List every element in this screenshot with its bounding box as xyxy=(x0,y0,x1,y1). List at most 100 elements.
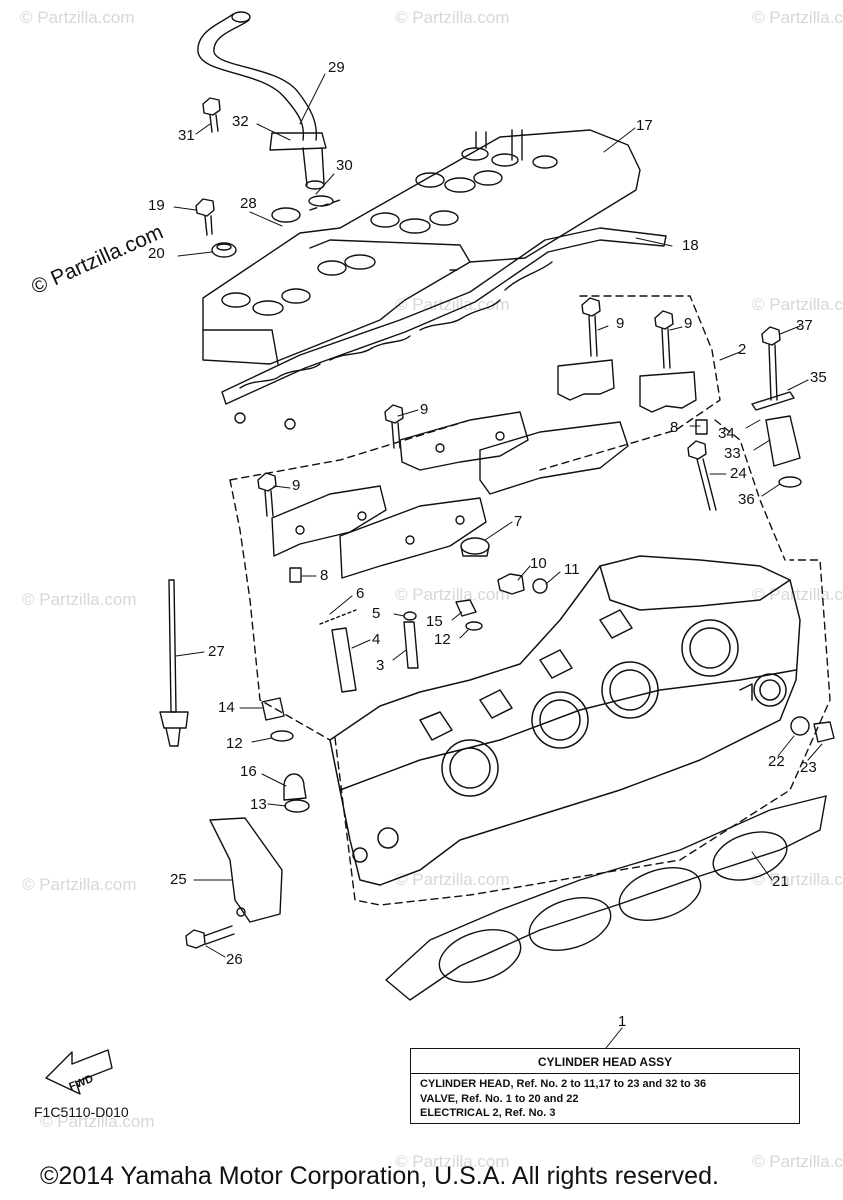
bolt-26 xyxy=(185,929,206,949)
washer-13 xyxy=(284,799,310,813)
fwd-arrow xyxy=(45,1049,113,1095)
callout-1: 1 xyxy=(618,1013,627,1030)
callout-27: 27 xyxy=(208,643,225,660)
callout-35: 35 xyxy=(810,369,827,386)
callout-25: 25 xyxy=(170,871,187,888)
callout-16: 16 xyxy=(240,763,257,780)
cap-bolts xyxy=(257,297,674,517)
callout-8: 8 xyxy=(670,419,679,436)
watermark: © Partzilla.com xyxy=(752,870,843,889)
callout-12: 12 xyxy=(226,735,243,752)
callout-37: 37 xyxy=(796,317,813,334)
seal-5 xyxy=(403,611,417,621)
o-ring-30 xyxy=(308,195,334,207)
nut-15 xyxy=(455,599,477,617)
sensor-assembly xyxy=(687,326,802,511)
callout-10: 10 xyxy=(530,555,547,572)
bolt-31 xyxy=(202,97,221,133)
callout-2: 2 xyxy=(738,341,747,358)
callout-14: 14 xyxy=(218,699,235,716)
washer-12 xyxy=(270,730,294,742)
callout-7: 7 xyxy=(514,513,523,530)
watermark: © Partzilla.com xyxy=(395,585,510,604)
callout-31: 31 xyxy=(178,127,195,144)
watermark: © Partzilla.com xyxy=(20,8,135,27)
cylinder-head xyxy=(329,555,801,886)
callout-9: 9 xyxy=(684,315,693,332)
callout-20: 20 xyxy=(148,245,165,262)
plug-28 xyxy=(271,207,301,223)
callout-5: 5 xyxy=(372,605,381,622)
callout-34: 34 xyxy=(718,425,735,442)
callout-12: 12 xyxy=(434,631,451,648)
watermark: © Partzilla.com xyxy=(752,1152,843,1171)
grommet-20 xyxy=(211,242,237,258)
watermark: © Partzilla.com xyxy=(752,295,843,314)
callout-36: 36 xyxy=(738,491,755,508)
guide-4 xyxy=(331,627,357,693)
callout-15: 15 xyxy=(426,613,443,630)
callout-29: 29 xyxy=(328,59,345,76)
assembly-legend: CYLINDER HEAD ASSY CYLINDER HEAD, Ref. N… xyxy=(410,1048,800,1124)
fwd-label: FWD xyxy=(67,1073,95,1094)
dowel-8 xyxy=(289,567,302,583)
cover-gasket xyxy=(221,227,667,430)
cap-nut-16 xyxy=(283,773,307,801)
callout-9: 9 xyxy=(420,401,429,418)
bracket-25 xyxy=(209,817,283,923)
legend-title: CYLINDER HEAD ASSY xyxy=(537,1055,673,1069)
callout-13: 13 xyxy=(250,796,267,813)
watermark: © Partzilla.com xyxy=(395,1152,510,1171)
callout-19: 19 xyxy=(148,197,165,214)
callout-26: 26 xyxy=(226,951,243,968)
callout-18: 18 xyxy=(682,237,699,254)
valve-3 xyxy=(403,621,419,669)
washer-11 xyxy=(532,578,548,594)
bolt-10 xyxy=(497,573,525,595)
assembly-outline xyxy=(229,199,831,906)
head-gasket-21 xyxy=(385,795,827,1001)
cylinder-head-cover xyxy=(202,129,641,365)
legend-line: CYLINDER HEAD, Ref. No. 2 to 11,17 to 23… xyxy=(420,1078,707,1090)
callout-9: 9 xyxy=(292,477,301,494)
callout-33: 33 xyxy=(724,445,741,462)
cable-tie-27 xyxy=(159,579,189,747)
bolt-19 xyxy=(195,198,215,236)
callout-4: 4 xyxy=(372,631,381,648)
watermark: © Partzilla.com xyxy=(40,1112,155,1131)
watermark: © Partzilla.com xyxy=(395,8,510,27)
washer-22 xyxy=(790,716,810,736)
breather-hose xyxy=(197,11,327,190)
callout-17: 17 xyxy=(636,117,653,134)
callout-11: 11 xyxy=(564,561,580,578)
copyright-notice: ©2014 Yamaha Motor Corporation, U.S.A. A… xyxy=(40,1162,719,1190)
callout-9: 9 xyxy=(616,315,625,332)
callout-6: 6 xyxy=(356,585,365,602)
watermark: © Partzilla.com xyxy=(22,875,137,894)
callout-3: 3 xyxy=(376,657,385,674)
spring-6 xyxy=(319,609,357,625)
callout-30: 30 xyxy=(336,157,353,174)
legend-line: VALVE, Ref. No. 1 to 20 and 22 xyxy=(420,1093,579,1105)
watermark: © Partzilla.com xyxy=(22,590,137,609)
callout-22: 22 xyxy=(768,753,785,770)
dowel-8 xyxy=(695,419,708,435)
collar-14 xyxy=(261,697,285,721)
callout-23: 23 xyxy=(800,759,817,776)
callout-21: 21 xyxy=(772,873,789,890)
watermark: © Partzilla.com xyxy=(752,8,843,27)
legend-line: ELECTRICAL 2, Ref. No. 3 xyxy=(420,1107,556,1119)
legend-divider xyxy=(411,1073,799,1074)
camshaft-caps xyxy=(271,359,697,579)
diagram-code: F1C5110-D010 xyxy=(34,1104,129,1120)
washer-12 xyxy=(465,621,483,631)
callout-8: 8 xyxy=(320,567,329,584)
callout-24: 24 xyxy=(730,465,747,482)
watermark: © Partzilla.com xyxy=(395,870,510,889)
callout-28: 28 xyxy=(240,195,257,212)
callout-32: 32 xyxy=(232,113,249,130)
leader-lines xyxy=(173,73,823,1049)
plug-23 xyxy=(813,721,835,743)
